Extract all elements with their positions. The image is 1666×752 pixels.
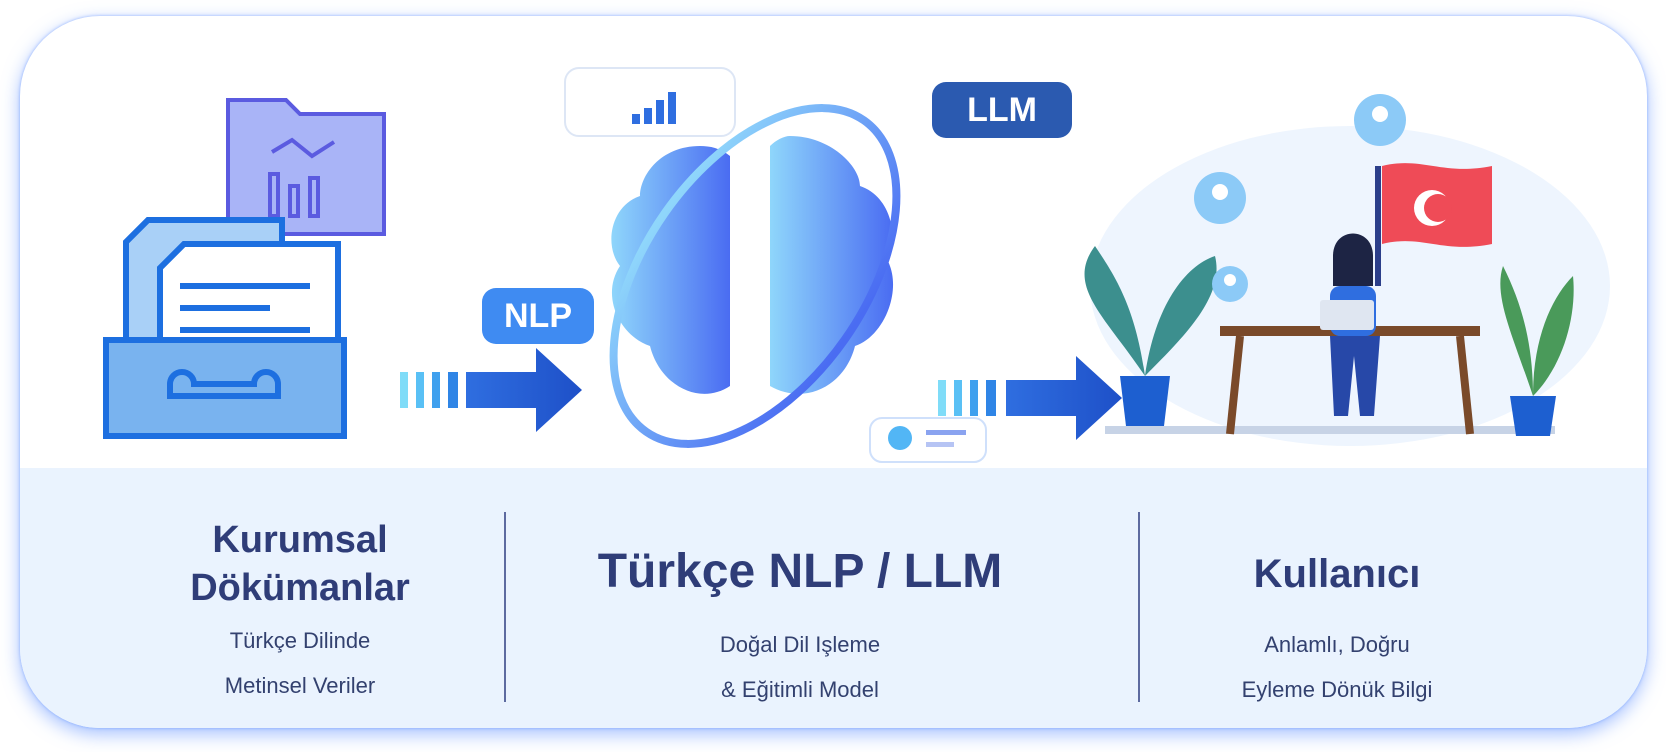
title: Kurumsal [212, 519, 388, 561]
divider [1138, 512, 1140, 702]
subtitle: Anlamlı, Doğru [1264, 632, 1410, 657]
magnifier-icon [888, 426, 912, 450]
arrow-right-icon [400, 348, 582, 432]
user-scene-illustration [1084, 94, 1610, 446]
plant-pot [1510, 396, 1556, 436]
subtitle: & Eğitimli Model [721, 677, 879, 702]
brain-icon [609, 104, 901, 448]
column-nlp-llm: Türkçe NLP / LLM Doğal Dil Işleme & Eğit… [540, 548, 1060, 712]
subtitle: Türkçe Dilinde [229, 628, 371, 653]
arrow-right-icon [938, 356, 1122, 440]
chart-bubble [564, 67, 736, 137]
subtitle: Metinsel Veriler [224, 673, 376, 698]
document-drawer-icon [103, 217, 347, 439]
description-panel: Kurumsal Dökümanlar Türkçe Dilinde Metin… [20, 468, 1647, 728]
search-bubble [869, 417, 987, 463]
illustration [103, 67, 1610, 463]
laptop [1320, 300, 1374, 330]
title: Kullanıcı [1253, 552, 1421, 596]
diagram-card: NLP LLM Kurumsal Dökümanlar Türkçe Dilin… [20, 16, 1647, 728]
subtitle: Doğal Dil Işleme [719, 632, 881, 657]
nlp-badge: NLP [482, 288, 594, 344]
column-documents: Kurumsal Dökümanlar Türkçe Dilinde Metin… [190, 516, 410, 708]
bar-chart-icon [632, 92, 676, 124]
column-user: Kullanıcı Anlamlı, Doğru Eyleme Dönük Bi… [1177, 550, 1497, 712]
plant-pot [1120, 376, 1170, 426]
chart-folder-icon [226, 98, 386, 236]
subtitle: Eyleme Dönük Bilgi [1241, 677, 1433, 702]
divider [504, 512, 506, 702]
title: Dökümanlar [190, 567, 410, 609]
title: Türkçe NLP / LLM [597, 545, 1003, 598]
llm-badge: LLM [932, 82, 1072, 138]
